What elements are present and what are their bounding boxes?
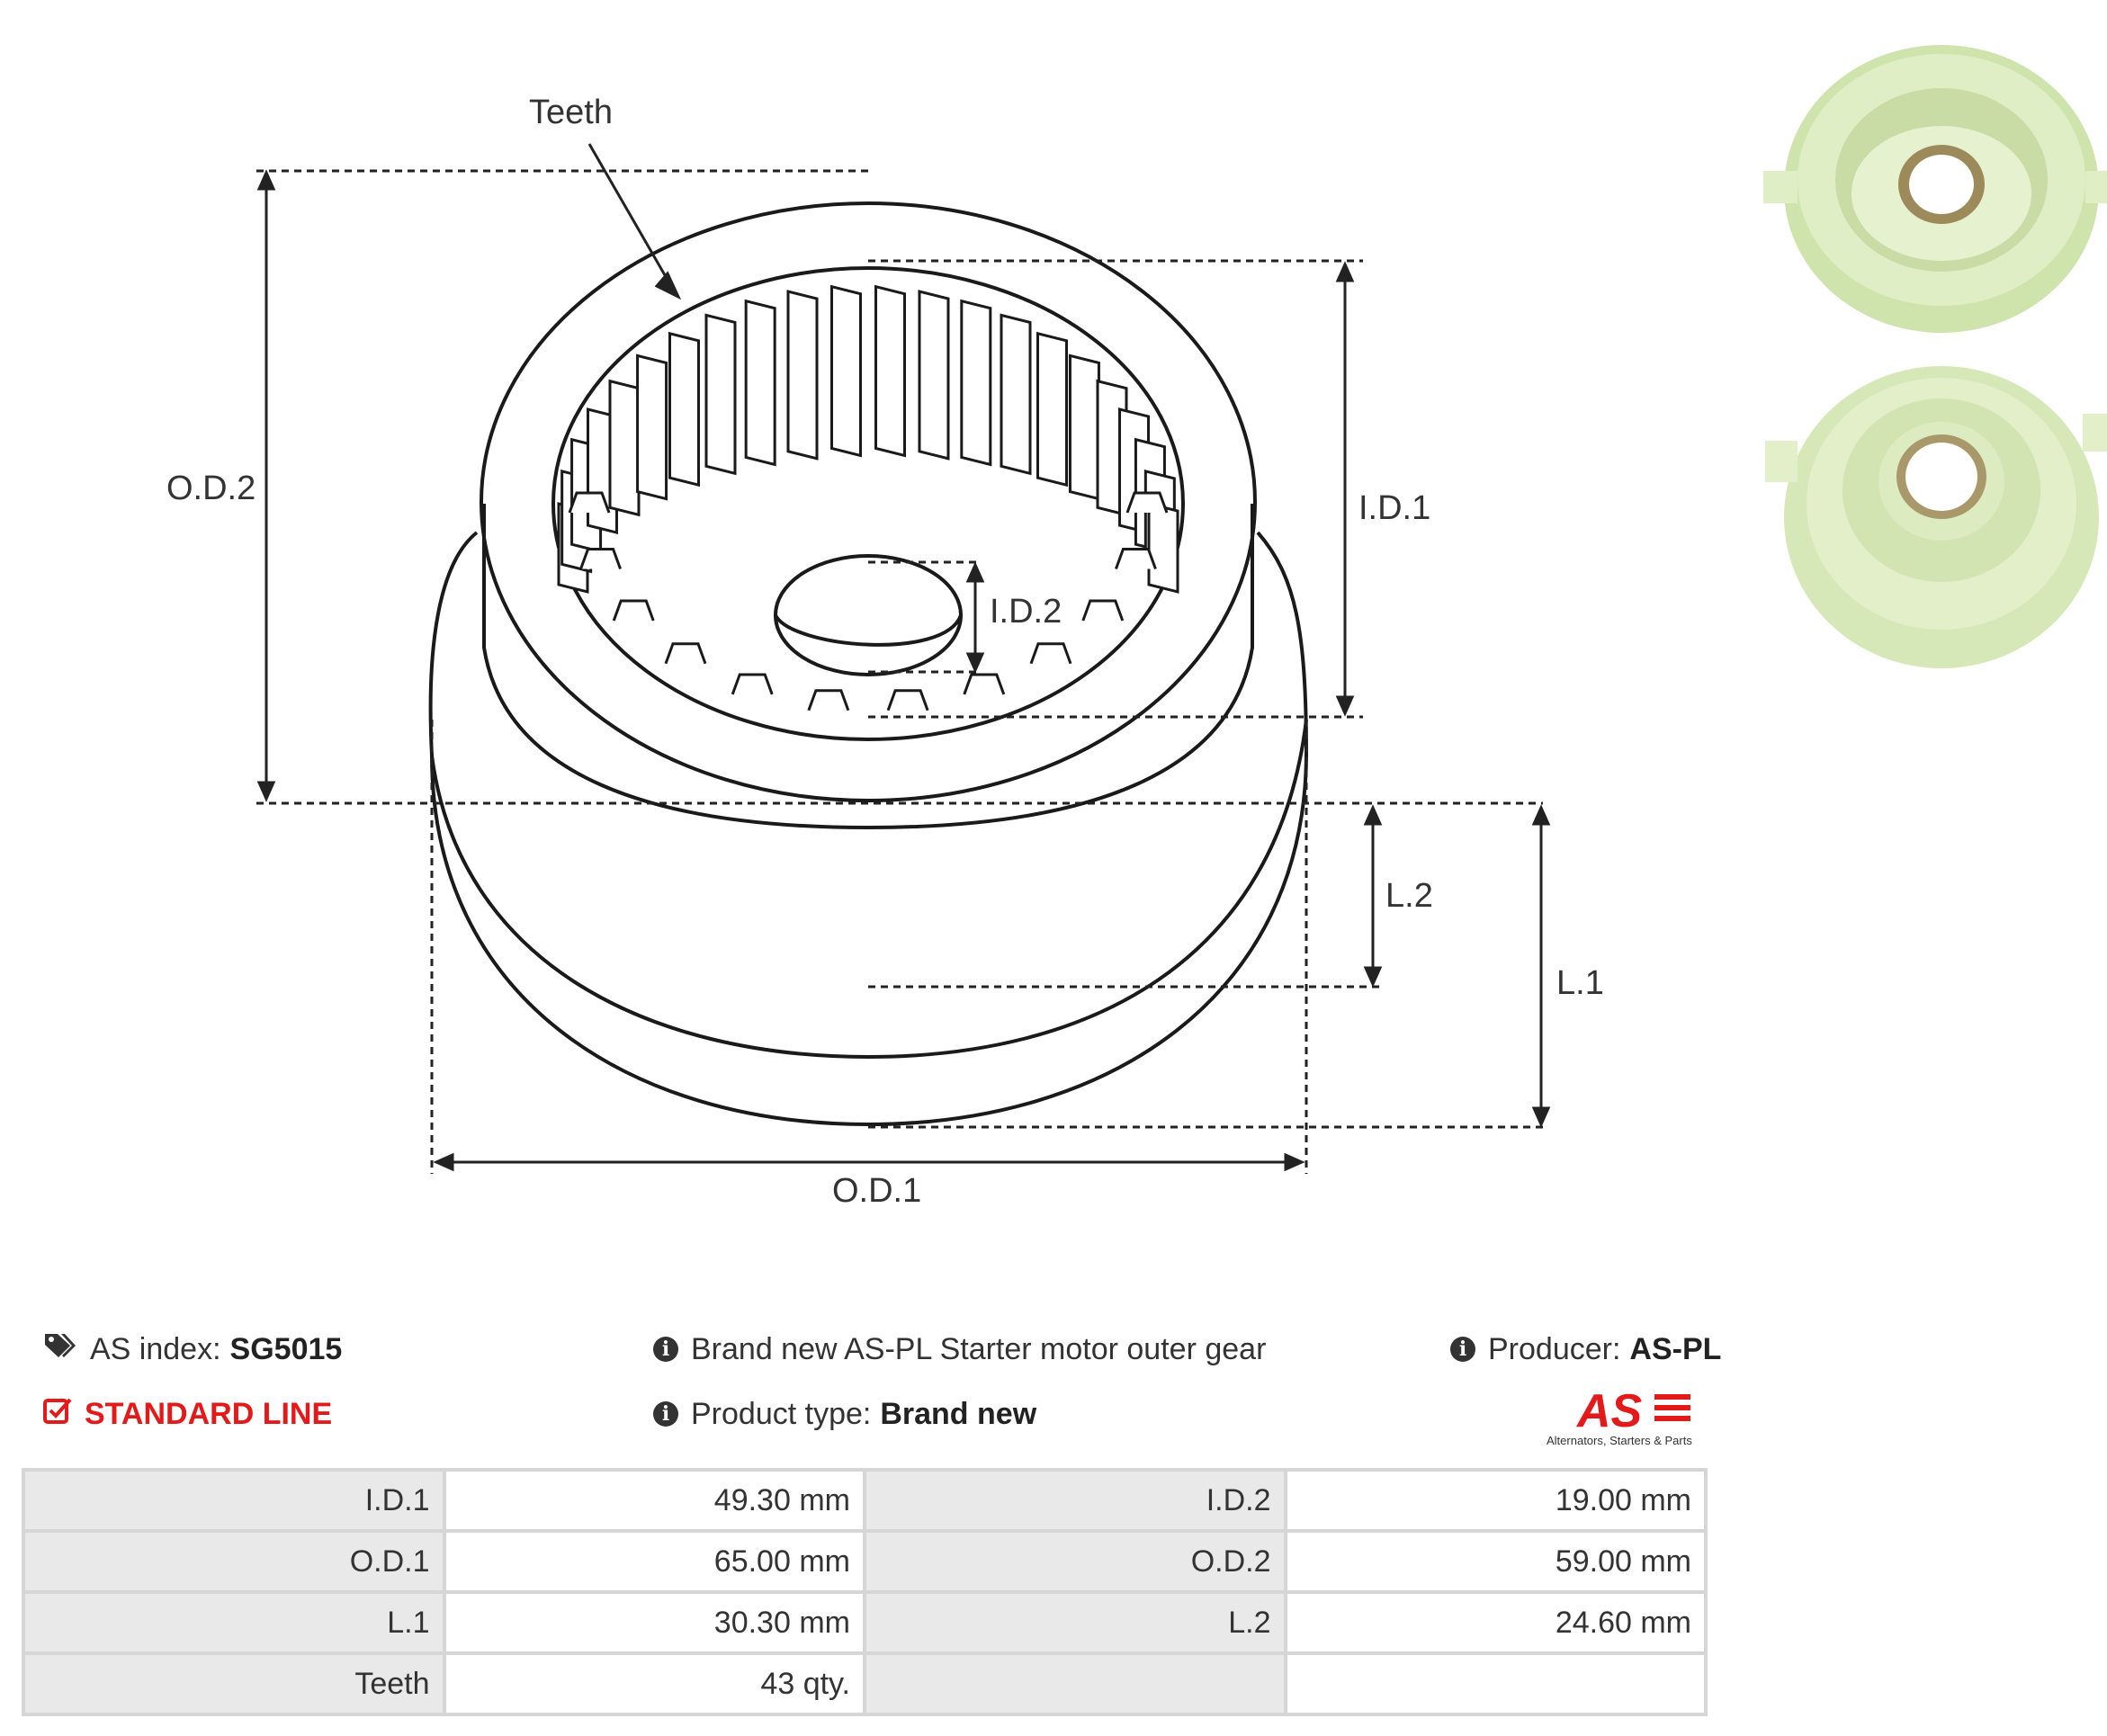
as-pl-logo: AS Alternators, Starters & Parts bbox=[1547, 1385, 1692, 1447]
info-icon: i bbox=[1450, 1337, 1475, 1362]
gear-tooth bbox=[704, 313, 737, 476]
od2-label: O.D.2 bbox=[166, 470, 256, 507]
teeth-label: Teeth bbox=[529, 94, 613, 131]
spec-label: I.D.1 bbox=[25, 1472, 443, 1529]
checkbox-icon bbox=[43, 1396, 72, 1432]
spec-label: Teeth bbox=[25, 1655, 443, 1713]
logo-tagline: Alternators, Starters & Parts bbox=[1547, 1434, 1692, 1447]
gear-tooth bbox=[829, 284, 862, 458]
spec-label bbox=[865, 1655, 1284, 1713]
gear-tooth bbox=[1125, 491, 1169, 514]
spec-value: 49.30 mm bbox=[445, 1472, 863, 1529]
spec-value: 30.30 mm bbox=[445, 1594, 863, 1651]
product-type-row: i Product type: Brand new bbox=[653, 1396, 1036, 1432]
l2-label: L.2 bbox=[1385, 877, 1433, 915]
spec-label: O.D.2 bbox=[865, 1533, 1284, 1590]
photo-gear-top bbox=[1763, 45, 2107, 333]
description-text: Brand new AS-PL Starter motor outer gear bbox=[691, 1332, 1267, 1366]
gear-outline bbox=[428, 201, 1309, 1127]
spec-label: O.D.1 bbox=[25, 1533, 443, 1590]
photo-gear-bottom bbox=[1765, 366, 2107, 668]
gear-tooth bbox=[664, 642, 707, 665]
gear-tooth bbox=[568, 491, 611, 514]
gear-tooth bbox=[1068, 353, 1100, 501]
id1-label: I.D.1 bbox=[1358, 489, 1430, 527]
product-type-value: Brand new bbox=[880, 1397, 1037, 1431]
info-icon: i bbox=[653, 1337, 678, 1362]
standard-line-row: STANDARD LINE bbox=[43, 1396, 332, 1432]
gear-tooth bbox=[744, 299, 776, 467]
gear-tooth bbox=[1115, 548, 1157, 570]
as-index-value: SG5015 bbox=[229, 1332, 343, 1366]
gear-tooth bbox=[874, 284, 907, 458]
tags-icon bbox=[43, 1331, 77, 1367]
teeth-group bbox=[557, 284, 1179, 711]
specifications-table: I.D.1 49.30 mm I.D.2 19.00 mm O.D.1 65.0… bbox=[22, 1468, 1708, 1716]
gear-dimension-diagram: Teeth O.D.2 I.D.1 I.D.2 L.2 L.1 O.D.1 bbox=[166, 94, 1604, 1210]
l1-label: L.1 bbox=[1556, 964, 1604, 1002]
producer-row: i Producer: AS-PL bbox=[1450, 1331, 1721, 1367]
gear-tooth bbox=[918, 290, 950, 461]
spec-value: 19.00 mm bbox=[1287, 1472, 1704, 1529]
dimension-arrows bbox=[256, 143, 1551, 1172]
table-row: L.1 30.30 mm L.2 24.60 mm bbox=[25, 1594, 1704, 1651]
gear-tooth bbox=[612, 599, 655, 622]
gear-tooth bbox=[1036, 331, 1068, 488]
gear-tooth bbox=[731, 673, 774, 695]
gear-tooth bbox=[786, 290, 819, 461]
spec-value: 59.00 mm bbox=[1287, 1533, 1704, 1590]
gear-tooth bbox=[1000, 313, 1032, 476]
gear-tooth bbox=[608, 379, 641, 517]
gear-tooth bbox=[1081, 599, 1125, 622]
spec-value: 24.60 mm bbox=[1287, 1594, 1704, 1651]
gear-tooth bbox=[579, 548, 622, 570]
table-row: Teeth 43 qty. bbox=[25, 1655, 1704, 1713]
dimension-guides bbox=[256, 169, 1547, 1174]
as-index-row: AS index: SG5015 bbox=[43, 1331, 342, 1367]
gear-tooth bbox=[807, 689, 850, 711]
info-icon: i bbox=[653, 1401, 678, 1427]
gear-tooth bbox=[1029, 642, 1072, 665]
gear-tooth bbox=[960, 299, 992, 467]
spec-label: I.D.2 bbox=[865, 1472, 1284, 1529]
as-index-label: AS index: bbox=[90, 1332, 221, 1366]
table-row: I.D.1 49.30 mm I.D.2 19.00 mm bbox=[25, 1472, 1704, 1529]
od1-label: O.D.1 bbox=[832, 1172, 921, 1210]
producer-value: AS-PL bbox=[1629, 1332, 1722, 1366]
gear-tooth bbox=[636, 353, 668, 501]
product-type-label: Product type: bbox=[691, 1397, 872, 1431]
product-photos bbox=[1763, 45, 2107, 668]
gear-tooth bbox=[668, 331, 700, 488]
gear-tooth bbox=[1147, 502, 1179, 594]
spec-value: 43 qty. bbox=[445, 1655, 863, 1713]
spec-value: 65.00 mm bbox=[445, 1533, 863, 1590]
spec-label: L.2 bbox=[865, 1594, 1284, 1651]
table-row: O.D.1 65.00 mm O.D.2 59.00 mm bbox=[25, 1533, 1704, 1590]
spec-value bbox=[1287, 1655, 1704, 1713]
gear-tooth bbox=[886, 689, 929, 711]
logo-text: AS bbox=[1575, 1385, 1643, 1437]
id2-label: I.D.2 bbox=[990, 593, 1062, 631]
standard-line-label: STANDARD LINE bbox=[85, 1397, 333, 1431]
producer-label: Producer: bbox=[1488, 1332, 1621, 1366]
spec-label: L.1 bbox=[25, 1594, 443, 1651]
dimension-labels: Teeth O.D.2 I.D.1 I.D.2 L.2 L.1 O.D.1 bbox=[166, 94, 1604, 1210]
gear-tooth bbox=[963, 673, 1006, 695]
description-row: i Brand new AS-PL Starter motor outer ge… bbox=[653, 1331, 1266, 1367]
